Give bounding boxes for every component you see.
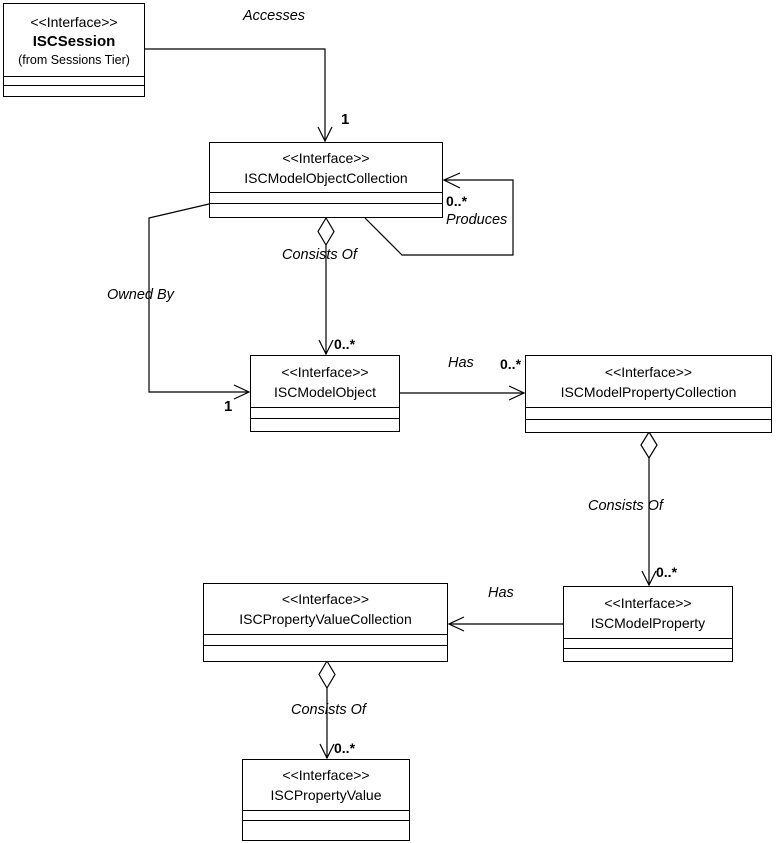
- class-title: <<Interface>> ISCModelObject: [251, 356, 399, 407]
- class-title: <<Interface>> ISCPropertyValueCollection: [204, 584, 447, 634]
- class-title: <<Interface>> ISCPropertyValue: [243, 760, 409, 810]
- open-arrowhead-icon: [319, 743, 335, 760]
- class-box-iscpropertyvaluecollection: <<Interface>> ISCPropertyValueCollection: [203, 583, 448, 662]
- edge-label-consists-of-objects: Consists Of: [282, 247, 357, 263]
- edge-label-has-values: Has: [488, 585, 514, 601]
- open-arrowhead-icon: [641, 570, 657, 587]
- stereotype-label: <<Interface>>: [604, 594, 692, 611]
- edge-consists-of-values: [318, 659, 336, 760]
- multiplicity-consists-of-properties: 0..*: [656, 564, 678, 580]
- aggregation-diamond-icon: [317, 216, 335, 247]
- class-name: ISCSession: [32, 33, 116, 50]
- aggregation-diamond-icon: [640, 430, 658, 460]
- class-box-iscmodelpropertycollection: <<Interface>> ISCModelPropertyCollection: [525, 355, 772, 433]
- edge-accesses: [145, 48, 333, 143]
- class-name: ISCModelPropertyCollection: [560, 383, 737, 400]
- attributes-compartment: [243, 810, 409, 820]
- class-title: <<Interface>> ISCModelProperty: [564, 587, 732, 638]
- attributes-compartment: [251, 407, 399, 418]
- stereotype-label: <<Interface>>: [604, 363, 693, 380]
- class-name: ISCModelObjectCollection: [244, 169, 408, 186]
- edge-consists-of-objects: [317, 216, 335, 356]
- attributes-compartment: [204, 634, 447, 645]
- stereotype-label: <<Interface>>: [282, 767, 370, 783]
- class-origin: (from Sessions Tier): [18, 53, 130, 67]
- stereotype-label: <<Interface>>: [281, 591, 370, 607]
- operations-compartment: [210, 203, 442, 217]
- edge-label-accesses: Accesses: [243, 8, 306, 24]
- attributes-compartment: [564, 638, 732, 648]
- attributes-compartment: [526, 407, 771, 419]
- open-arrowhead-icon: [447, 616, 465, 632]
- multiplicity-accesses: 1: [341, 111, 350, 128]
- open-arrowhead-icon: [508, 385, 526, 401]
- edge-label-consists-of-values: Consists Of: [291, 702, 366, 718]
- edge-owned-by: [148, 203, 251, 400]
- aggregation-diamond-icon: [318, 659, 336, 690]
- open-arrowhead-icon: [442, 172, 461, 189]
- edge-label-has-properties: Has: [448, 355, 474, 371]
- class-name: ISCModelObject: [274, 383, 376, 400]
- open-arrowhead-icon: [318, 339, 334, 356]
- class-title: <<Interface>> ISCModelPropertyCollection: [526, 356, 771, 407]
- class-box-iscmodelproperty: <<Interface>> ISCModelProperty: [563, 586, 733, 662]
- operations-compartment: [564, 648, 732, 661]
- class-name: ISCPropertyValue: [270, 787, 382, 803]
- edge-has-values: [447, 616, 563, 632]
- class-box-iscmodelobject: <<Interface>> ISCModelObject: [250, 355, 400, 432]
- edge-has-properties: [400, 385, 526, 401]
- operations-compartment: [243, 820, 409, 840]
- operations-compartment: [4, 85, 144, 96]
- open-arrowhead-icon: [233, 384, 251, 400]
- stereotype-label: <<Interface>>: [282, 149, 370, 166]
- attributes-compartment: [210, 192, 442, 203]
- multiplicity-consists-of-values: 0..*: [334, 740, 356, 756]
- operations-compartment: [204, 645, 447, 661]
- open-arrowhead-icon: [317, 126, 333, 143]
- class-title: <<Interface>> ISCSession (from Sessions …: [4, 4, 144, 76]
- stereotype-label: <<Interface>>: [30, 14, 118, 30]
- attributes-compartment: [4, 76, 144, 85]
- multiplicity-owned-by: 1: [224, 398, 233, 415]
- edge-consists-of-properties: [640, 430, 658, 587]
- operations-compartment: [526, 419, 771, 432]
- multiplicity-produces: 0..*: [446, 193, 468, 209]
- class-box-iscmodelobjectcollection: <<Interface>> ISCModelObjectCollection: [209, 142, 443, 218]
- multiplicity-consists-of-objects: 0..*: [334, 336, 356, 352]
- class-name: ISCModelProperty: [590, 614, 706, 631]
- class-box-iscsession: <<Interface>> ISCSession (from Sessions …: [3, 3, 145, 97]
- edge-label-consists-of-properties: Consists Of: [588, 498, 663, 514]
- stereotype-label: <<Interface>>: [281, 363, 369, 380]
- operations-compartment: [251, 418, 399, 431]
- class-title: <<Interface>> ISCModelObjectCollection: [210, 143, 442, 192]
- multiplicity-has-properties: 0..*: [500, 356, 522, 372]
- class-name: ISCPropertyValueCollection: [239, 611, 412, 627]
- class-box-iscpropertyvalue: <<Interface>> ISCPropertyValue: [242, 759, 410, 841]
- edge-produces: [364, 172, 514, 256]
- edge-label-produces: Produces: [446, 212, 508, 228]
- edge-label-owned-by: Owned By: [107, 287, 174, 303]
